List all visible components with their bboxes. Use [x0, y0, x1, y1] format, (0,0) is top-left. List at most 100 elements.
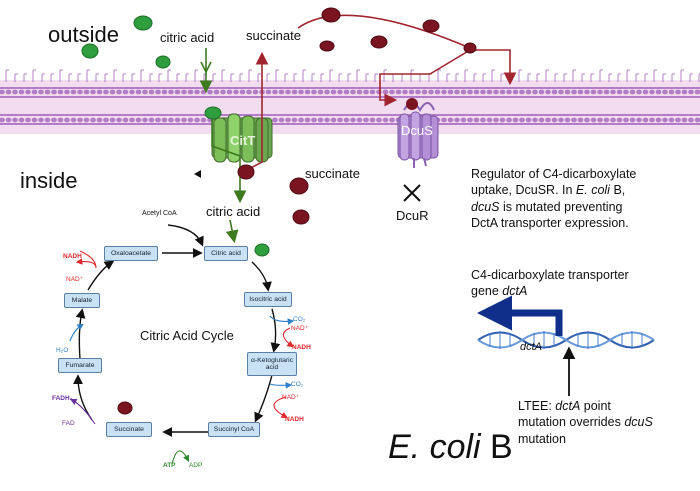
lipid-head	[51, 89, 57, 95]
lipid-head	[629, 117, 636, 123]
lipid-head	[486, 117, 493, 123]
ltee-line1a: LTEE:	[518, 399, 556, 413]
lipid-head	[304, 117, 311, 123]
lipid-head	[376, 89, 382, 95]
lipid-head	[330, 89, 337, 95]
lipid-head	[239, 89, 246, 95]
lipid-head	[213, 89, 220, 95]
lipid-head	[623, 89, 629, 95]
lipid-head	[298, 117, 304, 123]
ltee-line2b: dcuS	[624, 415, 653, 430]
citric-acid-inside-label: citric acid	[206, 204, 261, 219]
lipid-head	[395, 89, 402, 95]
lipid-head	[324, 89, 330, 95]
lipid-head	[363, 89, 369, 95]
cell-membrane	[0, 69, 700, 134]
lipid-head	[694, 117, 700, 123]
lipid-head	[57, 89, 64, 95]
node-citric-acid: Citric acid	[204, 246, 248, 261]
h2o-label: H₂O	[56, 347, 69, 354]
cycle-title: Citric Acid Cycle	[140, 328, 234, 343]
lipid-head	[103, 89, 109, 95]
atp-label: ATP	[163, 462, 176, 469]
lipid-head	[467, 117, 473, 123]
lipid-head	[402, 89, 408, 95]
dcus-sensor	[397, 98, 439, 168]
lipid-head	[174, 117, 181, 123]
lipid-head	[265, 89, 272, 95]
lipid-head	[590, 117, 597, 123]
lipid-head	[597, 117, 603, 123]
node-succinyl-coa: Succinyl CoA	[208, 422, 260, 437]
node-alpha-ketoglutaric: α-Ketoglutaric acid	[247, 352, 297, 376]
lipid-head	[610, 117, 616, 123]
lipid-head	[109, 89, 116, 95]
lipid-head	[584, 89, 590, 95]
lipid-head	[668, 117, 675, 123]
lipid-head	[77, 89, 83, 95]
dcur-inactive-mark	[403, 184, 421, 202]
lipid-head	[181, 89, 187, 95]
lipid-head	[551, 117, 558, 123]
lipid-head	[629, 89, 636, 95]
lipid-head	[0, 89, 5, 95]
lipid-head	[25, 117, 31, 123]
node-malate: Malate	[64, 293, 100, 308]
regulator-line1: Regulator of C4-dicarboxylate	[471, 167, 637, 181]
lipid-head	[116, 117, 122, 123]
lipid-head	[252, 89, 259, 95]
adp-label: ADP	[189, 462, 203, 469]
lipid-head	[90, 117, 96, 123]
lipid-head	[18, 117, 25, 123]
lipid-head	[12, 117, 18, 123]
lipid-head	[356, 117, 363, 123]
lipid-head	[428, 89, 434, 95]
lipid-head	[304, 89, 311, 95]
ltee-description: LTEE: dctA point mutation overrides dcuS…	[518, 398, 688, 447]
lipid-head	[226, 89, 233, 95]
lipid-head	[499, 117, 506, 123]
lipid-head	[473, 89, 480, 95]
lipid-head	[5, 117, 12, 123]
succinate-molecules	[117, 7, 477, 415]
lipid-head	[480, 89, 486, 95]
nad-label-b: NAD⁺	[282, 394, 300, 401]
regulator-line2c: B,	[609, 183, 626, 198]
lipid-head	[285, 117, 291, 123]
dcus-label: DcuS	[401, 123, 433, 138]
lipid-head	[434, 89, 441, 95]
lipid-head	[571, 117, 577, 123]
lipid-head	[389, 117, 395, 123]
lipid-head	[603, 117, 610, 123]
lipid-head	[694, 89, 700, 95]
lipid-head	[506, 117, 512, 123]
lipid-head	[499, 89, 506, 95]
co2-label-b: CO₂	[291, 381, 304, 388]
lipid-head	[460, 89, 467, 95]
lipid-head	[96, 117, 103, 123]
lipid-head	[168, 89, 174, 95]
ltee-line1b: dctA	[555, 399, 581, 413]
dcur-label: DcuR	[396, 208, 429, 223]
lipid-head	[460, 117, 467, 123]
lipid-head	[142, 117, 148, 123]
lipid-head	[441, 89, 447, 95]
lipid-head	[129, 117, 135, 123]
lipid-head	[369, 89, 376, 95]
lipid-head	[558, 89, 564, 95]
lipid-head	[70, 89, 77, 95]
lipid-head	[330, 117, 337, 123]
succinate-molecule	[406, 98, 418, 110]
lipid-head	[200, 117, 207, 123]
lipid-head	[77, 117, 83, 123]
lipid-head	[38, 89, 44, 95]
lipid-head	[278, 89, 285, 95]
lipid-head	[57, 117, 64, 123]
lipid-head	[278, 117, 285, 123]
lipid-head	[324, 117, 330, 123]
lipid-head	[337, 89, 343, 95]
lipid-head	[38, 117, 44, 123]
lipid-head	[688, 117, 694, 123]
lipid-head	[187, 89, 194, 95]
